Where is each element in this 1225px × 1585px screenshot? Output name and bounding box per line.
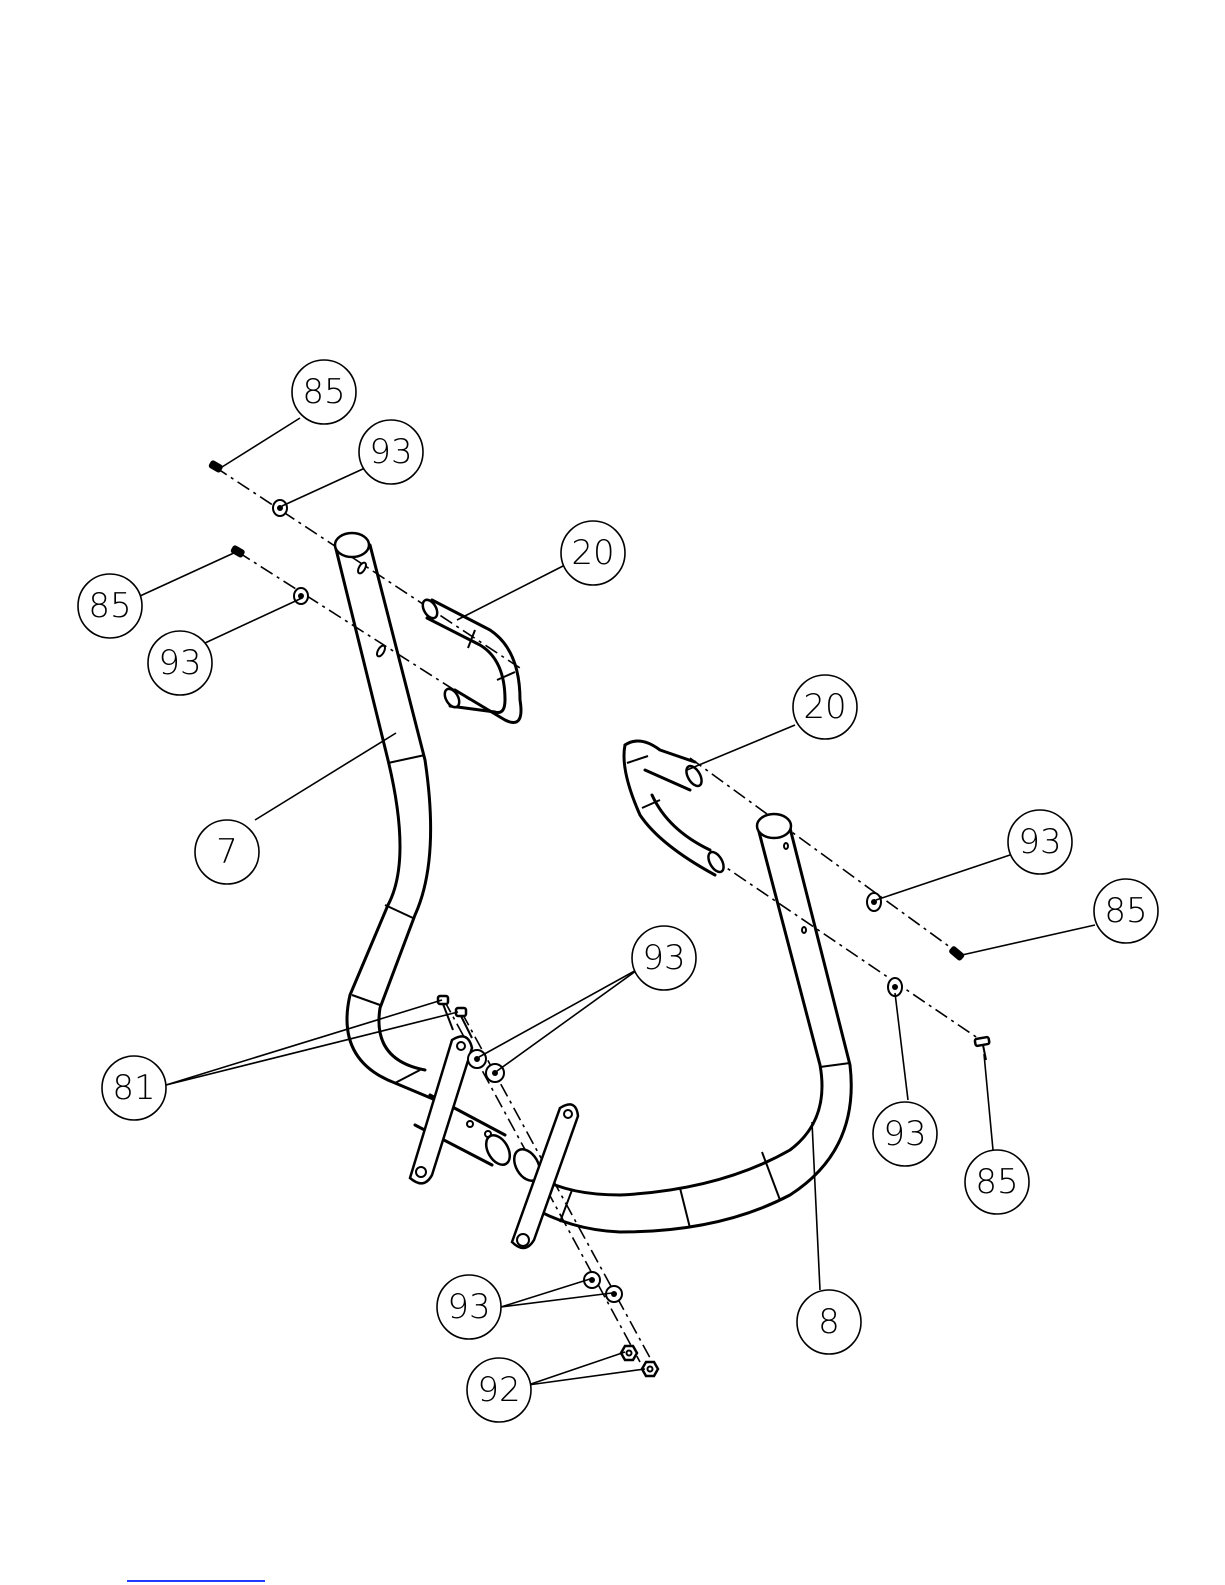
footer-rule — [127, 1580, 265, 1582]
bolts-81 — [438, 996, 472, 1038]
bolt-85-right-upper — [949, 946, 964, 960]
svg-text:85: 85 — [302, 372, 345, 412]
washers-93-center-lower — [584, 1272, 622, 1302]
svg-text:20: 20 — [803, 687, 846, 727]
left-mounting-plate — [410, 1036, 472, 1183]
svg-text:93: 93 — [883, 1114, 926, 1154]
svg-text:93: 93 — [369, 432, 412, 472]
bolt-85-upper-left — [209, 460, 223, 472]
svg-text:93: 93 — [447, 1287, 490, 1327]
callout-85-right-lower: 85 — [965, 1150, 1029, 1214]
callout-93-right-lower: 93 — [873, 1102, 937, 1166]
washer-93-upper-left — [273, 500, 287, 516]
callout-85-top-left: 85 — [292, 360, 356, 424]
svg-text:85: 85 — [1104, 891, 1147, 931]
callout-8: 8 — [797, 1290, 861, 1354]
washer-93-right-upper — [867, 893, 881, 911]
svg-text:81: 81 — [112, 1068, 155, 1108]
svg-text:93: 93 — [642, 938, 685, 978]
callout-93-mid-left: 93 — [148, 631, 212, 695]
callout-85-mid-left: 85 — [78, 574, 142, 638]
bolt-85-right-lower — [975, 1037, 990, 1060]
svg-text:93: 93 — [158, 643, 201, 683]
svg-text:85: 85 — [88, 586, 131, 626]
svg-text:93: 93 — [1018, 822, 1061, 862]
bolt-85-mid-left — [231, 545, 245, 557]
part-20-upper-handle — [420, 597, 521, 722]
svg-text:20: 20 — [571, 533, 614, 573]
callout-81: 81 — [102, 1056, 166, 1120]
callout-93-center-upper: 93 — [632, 926, 696, 990]
callout-93-top-left: 93 — [359, 420, 423, 484]
callout-20-lower: 20 — [793, 675, 857, 739]
callout-92: 92 — [467, 1358, 531, 1422]
svg-text:92: 92 — [477, 1370, 520, 1410]
svg-text:85: 85 — [975, 1162, 1018, 1202]
callout-20-upper: 20 — [561, 521, 625, 585]
callout-93-center-lower: 93 — [437, 1275, 501, 1339]
part-20-lower-handle — [624, 741, 727, 875]
callout-85-right-upper: 85 — [1094, 879, 1158, 943]
svg-text:8: 8 — [818, 1302, 840, 1342]
callout-93-right-upper: 93 — [1008, 810, 1072, 874]
washers-93-center-upper — [468, 1050, 504, 1082]
svg-text:7: 7 — [216, 832, 238, 872]
assembly-axis-lines — [215, 467, 985, 1367]
callout-7: 7 — [195, 820, 259, 884]
